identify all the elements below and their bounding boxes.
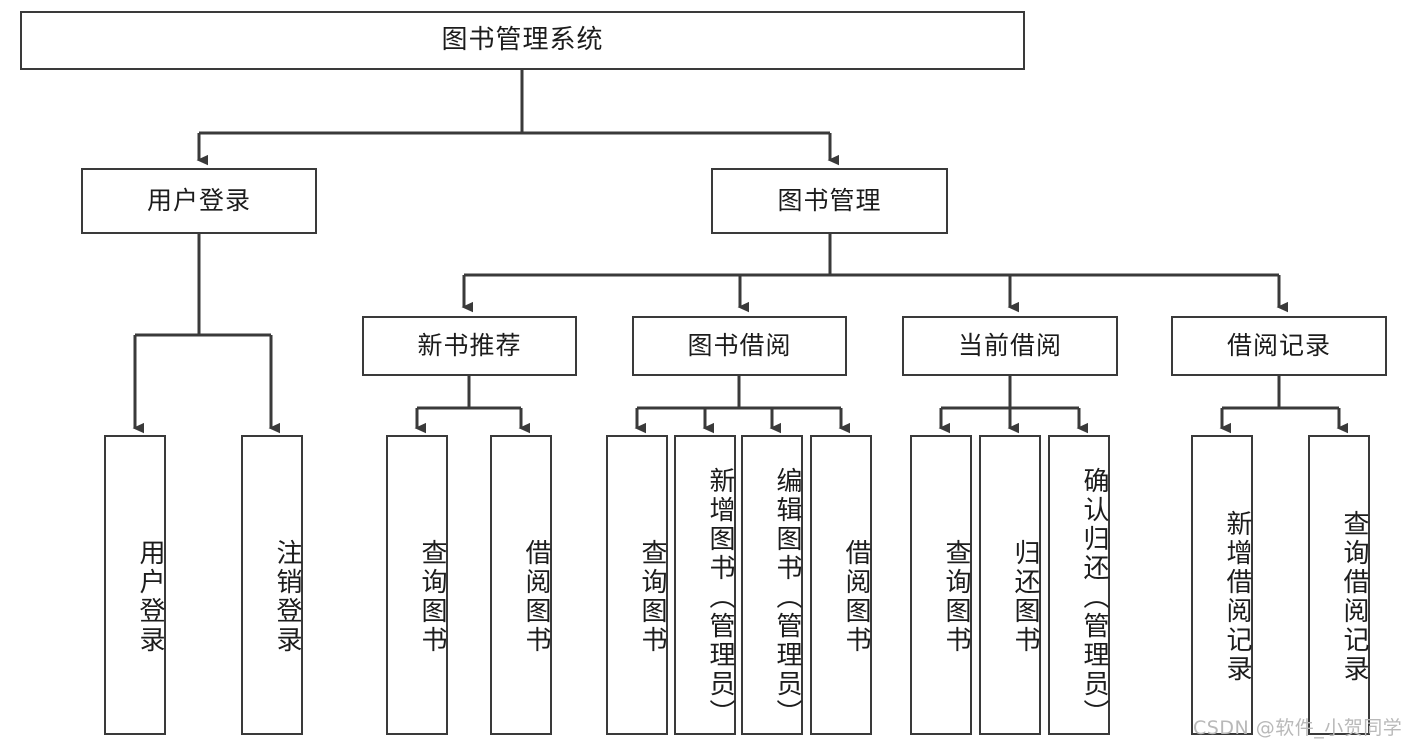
node-label: 新增借阅记录: [1222, 510, 1252, 684]
node-label: 查询图书: [941, 539, 971, 655]
node-book-borrowing[interactable]: 图书借阅: [632, 316, 847, 376]
node-borrowing-record[interactable]: 借阅记录: [1171, 316, 1387, 376]
node-leaf-query-borrow-record[interactable]: 查询借阅记录: [1308, 435, 1370, 735]
node-label: 图书管理系统: [441, 25, 604, 56]
node-label: 借阅图书: [841, 539, 871, 655]
node-label: 注销登录: [272, 539, 302, 655]
node-leaf-add-borrow-record[interactable]: 新增借阅记录: [1191, 435, 1253, 735]
node-label: 图书借阅: [687, 331, 792, 361]
node-leaf-query-book-current[interactable]: 查询图书: [910, 435, 972, 735]
node-label: 借阅记录: [1226, 331, 1331, 361]
node-user-login[interactable]: 用户登录: [81, 168, 317, 234]
node-label: 编辑图书（管理员）: [772, 466, 802, 728]
node-leaf-borrow-book-recommendation[interactable]: 借阅图书: [490, 435, 552, 735]
node-leaf-edit-book[interactable]: 编辑图书（管理员）: [741, 435, 803, 735]
watermark-text: CSDN @软件_小贺同学: [1193, 717, 1403, 739]
node-label: 用户登录: [146, 186, 251, 216]
node-current-borrowing[interactable]: 当前借阅: [902, 316, 1118, 376]
node-label: 查询借阅记录: [1339, 510, 1369, 684]
node-book-management[interactable]: 图书管理: [711, 168, 948, 234]
node-label: 新增图书（管理员）: [705, 466, 735, 728]
node-leaf-confirm-return[interactable]: 确认归还（管理员）: [1048, 435, 1110, 735]
node-label: 查询图书: [417, 539, 447, 655]
node-label: 借阅图书: [521, 539, 551, 655]
node-leaf-borrow-book[interactable]: 借阅图书: [810, 435, 872, 735]
node-label: 用户登录: [135, 539, 165, 655]
node-label: 归还图书: [1010, 539, 1040, 655]
node-label: 查询图书: [637, 539, 667, 655]
node-leaf-logout[interactable]: 注销登录: [241, 435, 303, 735]
node-label: 图书管理: [777, 186, 882, 216]
node-leaf-query-book-borrowing[interactable]: 查询图书: [606, 435, 668, 735]
node-new-book-recommendation[interactable]: 新书推荐: [362, 316, 577, 376]
node-label: 当前借阅: [957, 331, 1062, 361]
node-leaf-query-book-recommendation[interactable]: 查询图书: [386, 435, 448, 735]
node-root-book-management-system[interactable]: 图书管理系统: [20, 11, 1025, 70]
node-label: 新书推荐: [417, 331, 522, 361]
node-leaf-return-book[interactable]: 归还图书: [979, 435, 1041, 735]
node-leaf-add-book[interactable]: 新增图书（管理员）: [674, 435, 736, 735]
node-label: 确认归还（管理员）: [1079, 466, 1109, 728]
node-leaf-user-login[interactable]: 用户登录: [104, 435, 166, 735]
